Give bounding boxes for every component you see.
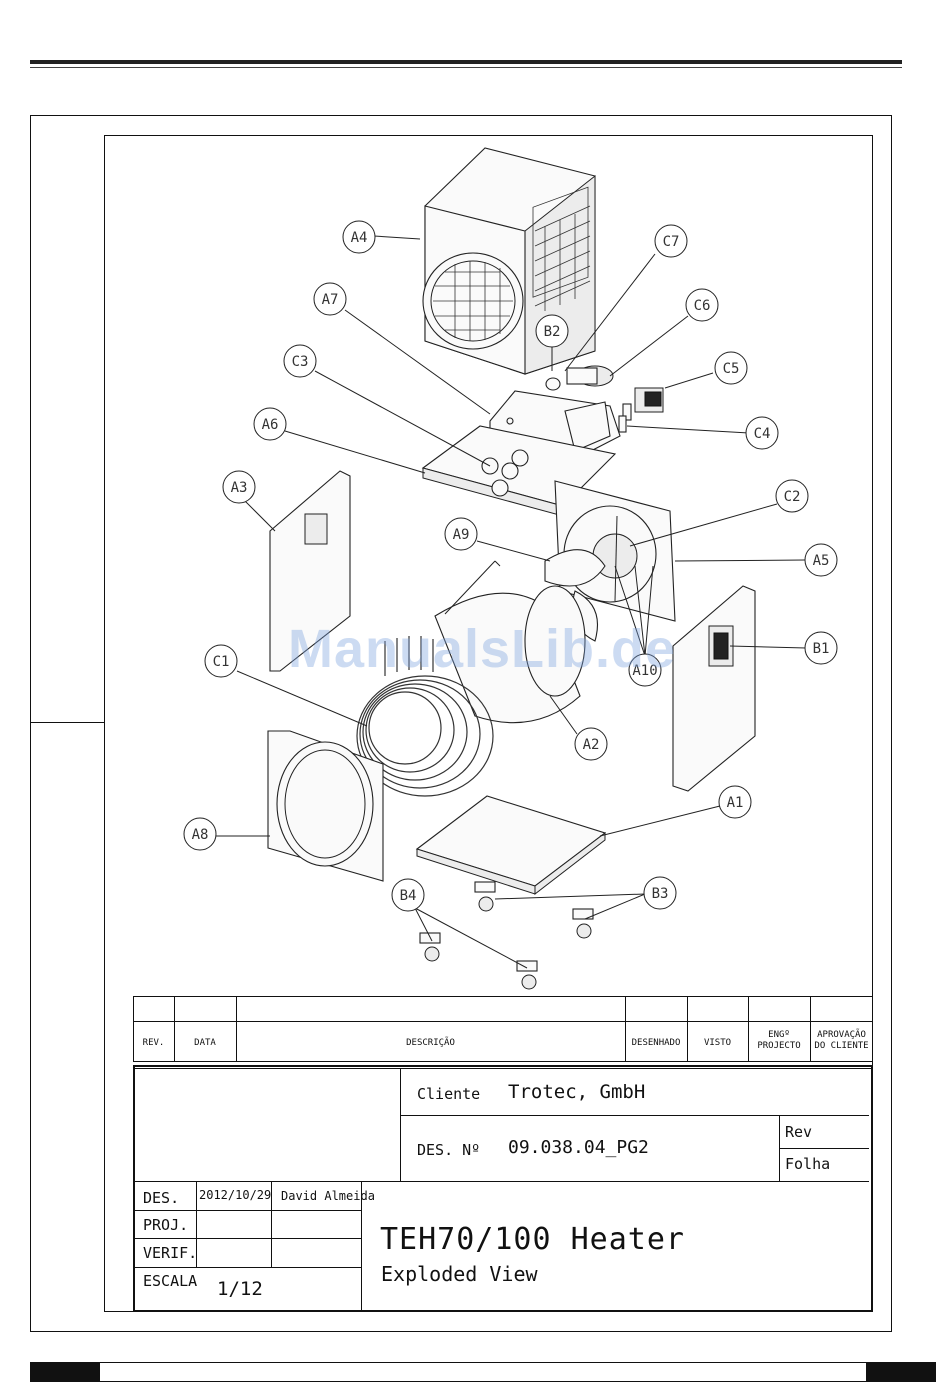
- cliente-label: Cliente: [417, 1085, 480, 1103]
- svg-text:A3: A3: [231, 480, 248, 496]
- caster-part: [420, 882, 593, 989]
- rev-label: Rev: [785, 1123, 812, 1141]
- escala-label: ESCALA: [143, 1272, 197, 1290]
- callout-a4: A4: [343, 221, 375, 253]
- eng-projecto-header: ENGº PROJECTO: [748, 1030, 810, 1052]
- des-label: DES.: [143, 1189, 179, 1207]
- svg-text:B1: B1: [813, 641, 830, 657]
- callout-a2: A2: [575, 728, 607, 760]
- back-panel-part: [673, 586, 755, 791]
- svg-text:C3: C3: [292, 354, 309, 370]
- proj-label: PROJ.: [143, 1216, 188, 1234]
- callout-c3: C3: [284, 345, 316, 377]
- rev-header: REV.: [133, 1038, 174, 1049]
- callout-c5: C5: [715, 352, 747, 384]
- drawing-subtitle: Exploded View: [381, 1262, 538, 1286]
- svg-text:B2: B2: [544, 324, 561, 340]
- svg-text:A6: A6: [262, 417, 279, 433]
- des-date: 2012/10/29: [199, 1188, 271, 1202]
- callout-b2: B2: [536, 315, 568, 347]
- verif-label: VERIF.: [143, 1244, 197, 1262]
- housing-part: [423, 148, 595, 374]
- front-ring-part: [268, 731, 383, 881]
- footer-bar-left: [30, 1362, 100, 1382]
- svg-text:A9: A9: [453, 527, 470, 543]
- svg-text:B3: B3: [652, 886, 669, 902]
- svg-text:A2: A2: [583, 737, 600, 753]
- callout-c1: C1: [205, 645, 237, 677]
- motor-capacitor-part: [546, 366, 613, 390]
- margin-divider: [30, 722, 104, 723]
- escala-value: 1/12: [217, 1278, 263, 1300]
- callout-c6: C6: [686, 289, 718, 321]
- callout-b4: B4: [392, 879, 424, 911]
- callout-a5: A5: [805, 544, 837, 576]
- svg-text:A1: A1: [727, 795, 744, 811]
- desenhado-header: DESENHADO: [625, 1038, 687, 1049]
- callout-a1: A1: [719, 786, 751, 818]
- svg-text:A8: A8: [192, 827, 209, 843]
- folha-label: Folha: [785, 1155, 830, 1173]
- svg-text:C2: C2: [784, 489, 801, 505]
- svg-text:C6: C6: [694, 298, 711, 314]
- header-rule-thick: [30, 60, 902, 64]
- svg-text:C1: C1: [213, 654, 230, 670]
- callout-b3: B3: [644, 877, 676, 909]
- data-header: DATA: [174, 1038, 236, 1049]
- svg-text:A7: A7: [322, 292, 339, 308]
- aprovacao-header: APROVAÇÃO DO CLIENTE: [810, 1030, 873, 1052]
- svg-text:C4: C4: [754, 426, 771, 442]
- svg-text:A5: A5: [813, 553, 830, 569]
- fuse-part: [619, 416, 626, 432]
- footer-bar: [100, 1362, 866, 1382]
- cliente-value: Trotec, GmbH: [508, 1081, 645, 1103]
- revision-table-row-divider: [133, 1021, 873, 1022]
- switch-part: [623, 388, 663, 420]
- exploded-view-drawing: A4 A7 C7 C6 B2 C5 C3 A6 C4 A3 C2 A9 A5 B…: [105, 136, 872, 994]
- svg-text:C5: C5: [723, 361, 740, 377]
- visto-header: VISTO: [687, 1038, 748, 1049]
- callout-c2: C2: [776, 480, 808, 512]
- callout-a6: A6: [254, 408, 286, 440]
- svg-text:A4: A4: [351, 230, 368, 246]
- callout-a8: A8: [184, 818, 216, 850]
- des-no-label: DES. Nº: [417, 1141, 480, 1159]
- callout-c7: C7: [655, 225, 687, 257]
- revision-table: [133, 996, 873, 1062]
- callout-a3: A3: [223, 471, 255, 503]
- des-no-value: 09.038.04_PG2: [508, 1137, 649, 1158]
- callout-a9: A9: [445, 518, 477, 550]
- footer-bar-right: [866, 1362, 936, 1382]
- svg-text:C7: C7: [663, 234, 680, 250]
- header-rule-thin: [30, 67, 902, 68]
- callout-c4: C4: [746, 417, 778, 449]
- callout-a7: A7: [314, 283, 346, 315]
- drawing-title: TEH70/100 Heater: [380, 1222, 685, 1257]
- callout-b1: B1: [805, 632, 837, 664]
- descricao-header: DESCRIÇÃO: [236, 1038, 625, 1049]
- watermark-text: ManualsLib.de: [288, 618, 676, 680]
- des-name: David Almeida: [281, 1189, 375, 1203]
- base-plate-part: [417, 796, 605, 894]
- svg-text:B4: B4: [400, 888, 417, 904]
